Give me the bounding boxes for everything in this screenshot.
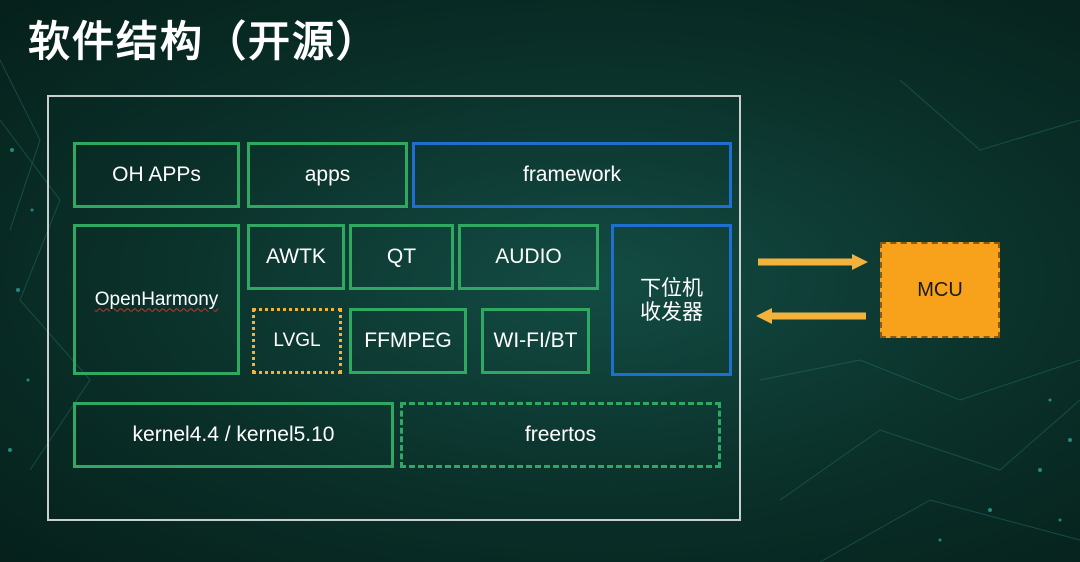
lower-transceiver-box: 下位机 收发器 [611, 224, 732, 376]
wifi-bt-box: WI-FI/BT [481, 308, 590, 374]
awtk-label: AWTK [266, 244, 326, 268]
apps-box: apps [247, 142, 408, 208]
qt-label: QT [386, 244, 417, 268]
audio-label: AUDIO [495, 244, 562, 268]
mcu-box: MCU [880, 242, 1000, 338]
kernel-box: kernel4.4 / kernel5.10 [73, 402, 394, 468]
qt-box: QT [349, 224, 454, 290]
oh-apps-box: OH APPs [73, 142, 240, 208]
framework-label: framework [522, 162, 622, 186]
oh-apps-label: OH APPs [112, 162, 201, 186]
mcu-label: MCU [917, 278, 963, 301]
ffmpeg-label: FFMPEG [364, 328, 452, 352]
kernel-label: kernel4.4 / kernel5.10 [132, 422, 335, 446]
freertos-box: freertos [400, 402, 721, 468]
apps-label: apps [304, 162, 351, 186]
lvgl-label: LVGL [273, 330, 321, 352]
ffmpeg-box: FFMPEG [349, 308, 467, 374]
freertos-label: freertos [524, 422, 597, 446]
awtk-box: AWTK [247, 224, 345, 290]
openharmony-box: OpenHarmony [73, 224, 240, 375]
audio-box: AUDIO [458, 224, 599, 290]
architecture-frame [47, 95, 741, 521]
lvgl-box: LVGL [252, 308, 342, 374]
lower-transceiver-line2: 收发器 [640, 300, 703, 324]
framework-box: framework [412, 142, 732, 208]
wifi-bt-label: WI-FI/BT [493, 328, 578, 352]
lower-transceiver-line1: 下位机 [640, 275, 703, 300]
openharmony-label: OpenHarmony [94, 288, 219, 310]
page-title: 软件结构（开源） [28, 17, 381, 66]
